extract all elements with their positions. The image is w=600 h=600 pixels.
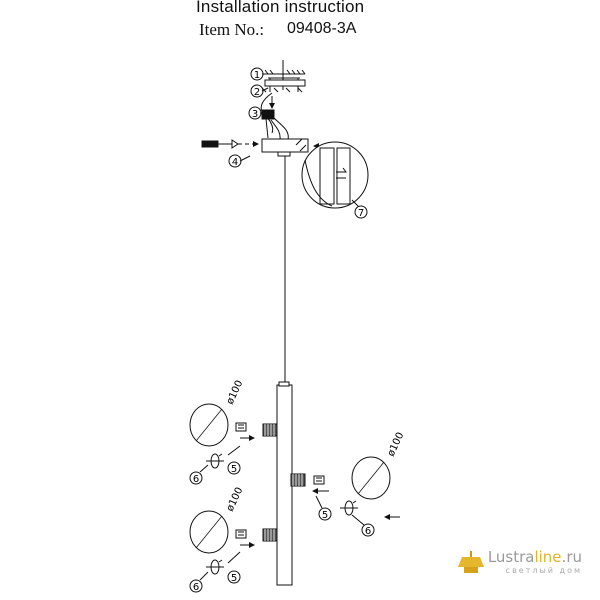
svg-text:6: 6 bbox=[193, 582, 199, 593]
glass-disc-top-left: ø100 bbox=[189, 379, 246, 447]
bulb-bottom-left bbox=[235, 529, 255, 548]
item-number-value: 09408-3A bbox=[287, 20, 357, 37]
diameter-label: ø100 bbox=[225, 486, 246, 514]
svg-text:5: 5 bbox=[231, 464, 237, 475]
socket-right bbox=[290, 473, 306, 487]
bulb-top-left bbox=[235, 422, 255, 441]
callout-4: 4 bbox=[228, 154, 251, 168]
svg-text:5: 5 bbox=[231, 573, 237, 584]
page-title: Installation instruction bbox=[196, 0, 365, 16]
rotate-screw-right bbox=[340, 500, 400, 520]
svg-text:1: 1 bbox=[254, 70, 260, 81]
bulb-right bbox=[312, 475, 329, 494]
socket-upper-left bbox=[262, 423, 278, 437]
detail-view bbox=[301, 141, 369, 209]
socket-lower-left bbox=[262, 528, 278, 542]
item-number-label: Item No.: bbox=[199, 20, 265, 39]
canopy bbox=[261, 138, 309, 157]
diameter-label: ø100 bbox=[386, 431, 407, 459]
callout-7: 7 bbox=[354, 205, 368, 219]
callout-2: 2 bbox=[250, 84, 269, 98]
lamp-logo-icon bbox=[457, 551, 484, 573]
svg-text:5: 5 bbox=[322, 510, 328, 521]
glass-disc-bottom-left: ø100 bbox=[189, 486, 246, 554]
rotate-screw-bottom-left bbox=[206, 559, 224, 575]
callout-5-right: 5 bbox=[315, 495, 332, 521]
screwdriver-icon bbox=[201, 139, 259, 149]
rotate-screw-top-left bbox=[206, 453, 224, 469]
callout-3: 3 bbox=[248, 106, 262, 120]
callout-6-top: 6 bbox=[189, 464, 209, 485]
brand-tagline: светлый дом bbox=[505, 566, 582, 575]
svg-text:4: 4 bbox=[232, 157, 238, 168]
brand-name: Lustraline.ru bbox=[487, 548, 582, 566]
callout-5-bottom: 5 bbox=[227, 551, 241, 584]
svg-text:7: 7 bbox=[358, 208, 364, 219]
wire-connector bbox=[261, 109, 289, 141]
svg-text:2: 2 bbox=[254, 87, 260, 98]
watermark: Lustraline.ru светлый дом bbox=[457, 548, 582, 575]
callout-5-top: 5 bbox=[227, 445, 241, 475]
svg-text:3: 3 bbox=[252, 109, 258, 120]
svg-text:6: 6 bbox=[193, 474, 199, 485]
light-rod bbox=[276, 384, 293, 586]
glass-disc-right: ø100 bbox=[351, 431, 407, 500]
callout-6-right: 6 bbox=[351, 514, 375, 537]
svg-text:6: 6 bbox=[365, 526, 371, 537]
diameter-label: ø100 bbox=[225, 379, 246, 407]
callout-6-bottom: 6 bbox=[189, 571, 209, 593]
callout-1: 1 bbox=[250, 67, 268, 81]
